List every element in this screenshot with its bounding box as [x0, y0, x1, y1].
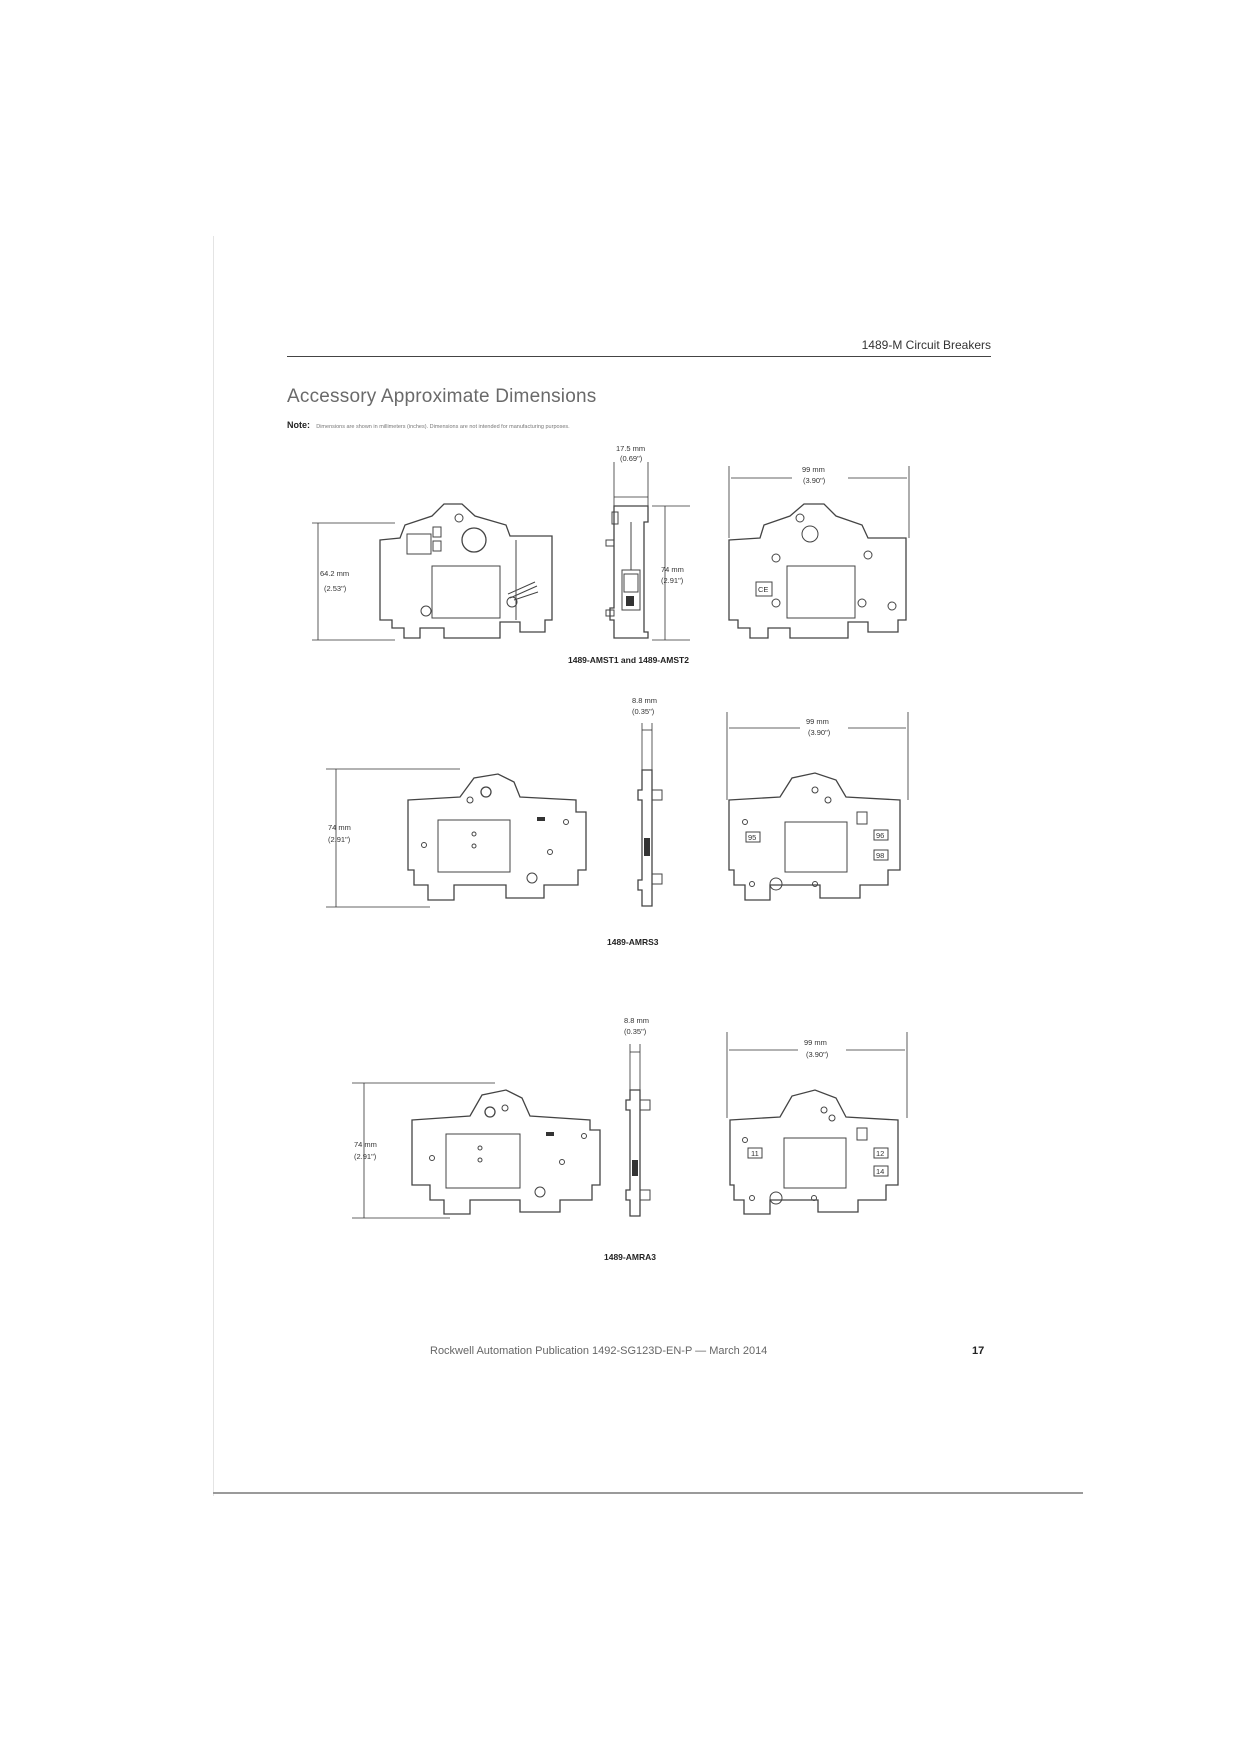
figure-amra-front-view: 74 mm (2.91") — [352, 1082, 601, 1219]
amrs-width-mm: 8.8 mm — [632, 696, 657, 705]
dimensions-note: Note: Dimensions are shown in millimeter… — [287, 420, 570, 430]
scan-page-edge — [213, 236, 214, 1496]
scan-page-bottom-edge — [213, 1492, 1083, 1494]
amrs-back-in: (3.90") — [808, 728, 831, 737]
running-head: 1489-M Circuit Breakers — [861, 338, 991, 352]
amst-side-in: (2.91") — [661, 576, 684, 585]
amrs-terminal-98: 98 — [876, 851, 884, 860]
figure-caption-amra: 1489-AMRA3 — [604, 1252, 656, 1262]
amra-width-mm: 8.8 mm — [624, 1016, 649, 1025]
amrs-width-in: (0.35") — [632, 707, 655, 716]
amst-width-mm: 17.5 mm — [616, 444, 645, 453]
amst-back-mm: 99 mm — [802, 465, 825, 474]
amrs-terminal-95: 95 — [748, 833, 756, 842]
amrs-height-mm: 74 mm — [328, 823, 351, 832]
amst-back-in: (3.90") — [803, 476, 826, 485]
figure-caption-amrs: 1489-AMRS3 — [607, 937, 659, 947]
note-label: Note: — [287, 420, 310, 430]
figure-amst-back-view: 99 mm (3.90") CE — [728, 465, 910, 639]
amst-height-in: (2.53") — [324, 584, 347, 593]
footer-publication: Rockwell Automation Publication 1492-SG1… — [430, 1345, 768, 1357]
note-text: Dimensions are shown in millimeters (inc… — [316, 424, 570, 430]
page-number: 17 — [972, 1345, 985, 1357]
amrs-back-mm: 99 mm — [806, 717, 829, 726]
amra-terminal-12: 12 — [876, 1149, 884, 1158]
figure-amra-back-view: 99 mm (3.90") 11 12 14 — [726, 1032, 908, 1215]
amst-height-mm: 64.2 mm — [320, 569, 349, 578]
amst-width-in: (0.69") — [620, 454, 643, 463]
amra-height-in: (2.91") — [354, 1152, 377, 1161]
figure-amra-side-view: 8.8 mm (0.35") — [624, 1016, 651, 1217]
figure-caption-amst: 1489-AMST1 and 1489-AMST2 — [568, 655, 689, 665]
figure-amrs-side-view: 8.8 mm (0.35") — [632, 696, 663, 907]
amra-back-mm: 99 mm — [804, 1038, 827, 1047]
figure-amst-side-view: 17.5 mm (0.69") 74 mm (2.91") — [605, 444, 690, 641]
figure-amrs-back-view: 99 mm (3.90") 95 96 98 — [726, 712, 909, 901]
section-title: Accessory Approximate Dimensions — [287, 386, 597, 407]
amra-terminal-11: 11 — [751, 1149, 759, 1158]
amra-terminal-14: 14 — [876, 1167, 884, 1176]
amst-side-mm: 74 mm — [661, 565, 684, 574]
amrs-terminal-96: 96 — [876, 831, 884, 840]
header-rule — [287, 356, 991, 357]
amst-ce-mark: CE — [758, 585, 768, 594]
figure-amst-front-view: 64.2 mm (2.53") — [312, 503, 553, 641]
amra-width-in: (0.35") — [624, 1027, 647, 1036]
amra-back-in: (3.90") — [806, 1050, 829, 1059]
figure-amrs-front-view: 74 mm (2.91") — [326, 768, 587, 908]
amra-height-mm: 74 mm — [354, 1140, 377, 1149]
amrs-height-in: (2.91") — [328, 835, 351, 844]
